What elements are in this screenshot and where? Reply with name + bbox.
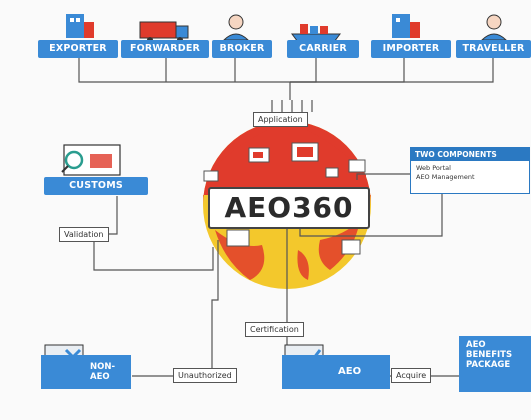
globe-screens [203,142,366,255]
customs-pill[interactable]: CUSTOMS [44,177,148,195]
screen-3 [348,159,366,173]
actor-forwarder[interactable]: FORWARDER [121,40,209,58]
screen-6 [203,170,219,182]
two-components-title: TWO COMPONENTS [411,148,529,161]
benefits-package-label: AEO BENEFITS PACKAGE [466,340,513,370]
non-aeo-box[interactable] [41,355,131,389]
connector-traveller [290,57,494,83]
benefits-package-box[interactable] [459,336,531,392]
aeo-label: AEO [338,366,362,377]
connector-carrier [290,57,317,83]
importer-icon [392,14,420,38]
actor-traveller[interactable]: TRAVELLER [456,40,531,58]
globe-red-half [212,121,366,200]
traveller-person-icon [480,14,508,41]
component-web-portal: Web Portal [416,164,451,172]
exporter-icon [66,14,94,38]
aeo-box[interactable] [282,355,390,389]
screen-4 [226,229,250,247]
actor-broker[interactable]: BROKER [212,40,272,58]
two-components-box: TWO COMPONENTS Web Portal AEO Management [410,147,530,194]
connector-components [356,173,410,180]
component-aeo-management: AEO Management [416,173,475,181]
screen-7 [325,167,339,178]
label-certification: Certification [245,322,304,337]
connector-exporter [78,57,290,83]
actor-importer[interactable]: IMPORTER [371,40,451,58]
non-aeo-label: NON- AEO [90,362,115,382]
connector-customs [93,196,214,271]
label-unauthorized: Unauthorized [173,368,237,383]
label-validation: Validation [59,227,109,242]
customs-computer-icon [61,144,121,176]
broker-person-icon [222,14,250,41]
connector-non-aeo [132,240,219,377]
aeo360-hub[interactable]: AEO360 [208,187,370,229]
connector-importer [290,57,405,83]
actor-exporter[interactable]: EXPORTER [38,40,118,58]
label-acquire: Acquire [391,368,432,383]
label-application: Application [253,112,308,127]
actor-carrier[interactable]: CARRIER [287,40,359,58]
connector-components-2 [299,192,443,237]
screen-5 [341,239,361,255]
